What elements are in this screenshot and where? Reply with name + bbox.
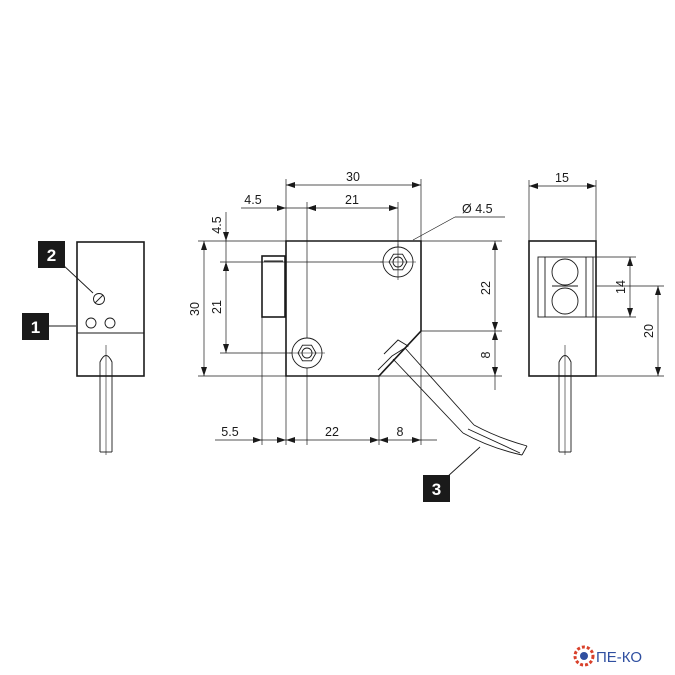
potentiometer-icon	[93, 293, 105, 305]
dimension-chamfer: 8	[397, 425, 404, 439]
lens-window	[261, 255, 286, 318]
callout-leader-2	[61, 263, 94, 294]
side-view-housing	[528, 240, 597, 377]
lens-receiver-icon	[551, 287, 579, 315]
callout-label: 3	[432, 480, 441, 499]
dimension-hole-spacing: 21	[345, 193, 359, 207]
dimension-lens-depth: 5.5	[221, 425, 238, 439]
logo: ПЕ-КО	[573, 645, 642, 667]
callout-1: 1	[22, 313, 49, 340]
led-indicator-icon	[104, 317, 116, 329]
front-view	[48, 241, 145, 455]
dimension-optics-height: 14	[614, 280, 628, 294]
logo-text: ПЕ-КО	[596, 649, 642, 666]
dimension-top-offset: 4.5	[210, 216, 224, 233]
callout-3: 3	[423, 475, 450, 502]
dimension-hole-diameter: Ø 4.5	[462, 202, 493, 216]
cable-gland	[377, 339, 409, 371]
dimension-bottom-length: 22	[325, 425, 339, 439]
dimension-right-upper: 22	[479, 281, 493, 295]
callout-label: 1	[31, 318, 40, 337]
main-view-housing	[285, 240, 422, 377]
front-view-housing	[76, 241, 145, 377]
callout-label: 2	[47, 246, 56, 265]
dimension-right-lower: 8	[479, 351, 493, 358]
extension-lines	[198, 179, 505, 445]
dimension-height: 30	[188, 302, 202, 316]
dimension-side-width: 15	[555, 171, 569, 185]
dimension-lines	[201, 182, 498, 443]
side-view	[528, 180, 664, 455]
callout-2: 2	[38, 241, 65, 268]
dimension-optical-axis: 20	[642, 324, 656, 338]
callout-leader-3	[446, 446, 481, 478]
gear-icon	[573, 645, 595, 667]
dimension-offset: 4.5	[244, 193, 261, 207]
cable	[392, 358, 464, 434]
led-indicator-icon	[85, 317, 97, 329]
lens-emitter-icon	[551, 258, 579, 286]
optics-window	[537, 256, 594, 318]
dimension-hole-spacing-vertical: 21	[210, 300, 224, 314]
dimension-width: 30	[346, 170, 360, 184]
